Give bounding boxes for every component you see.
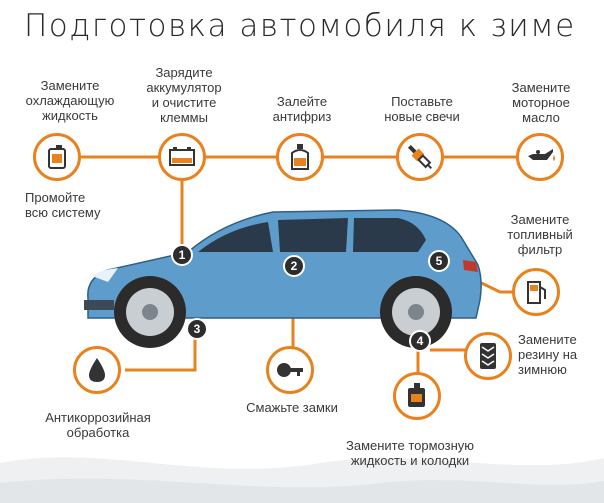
locks-circle xyxy=(266,346,314,394)
label-locks: Смажьте замки xyxy=(246,400,338,415)
badge-3: 3 xyxy=(186,318,208,340)
plugs-circle xyxy=(396,133,444,181)
tires-circle xyxy=(464,332,512,380)
badge-1: 1 xyxy=(171,244,193,266)
antifreeze-circle xyxy=(276,133,324,181)
brake-fluid-canister-icon xyxy=(408,383,425,407)
battery-icon xyxy=(169,147,195,166)
oil-circle xyxy=(516,133,564,181)
anticorrosion-circle xyxy=(73,346,121,394)
badge-5: 5 xyxy=(428,250,450,272)
spark-plug-icon xyxy=(407,144,433,170)
ground-shadow xyxy=(0,457,604,503)
fuel-pump-icon xyxy=(527,281,546,304)
tire-tread-icon xyxy=(480,343,496,369)
badge-4: 4 xyxy=(409,330,431,352)
car-illustration xyxy=(84,209,482,348)
antifreeze-bottle-icon xyxy=(291,144,309,170)
page-title: Подготовка автомобиля к зиме xyxy=(24,8,576,44)
battery-circle xyxy=(158,133,206,181)
oil-drop-icon xyxy=(89,358,105,382)
coolant-circle xyxy=(33,133,81,181)
brakes-circle xyxy=(393,372,441,420)
badge-2: 2 xyxy=(283,255,305,277)
car-key-icon xyxy=(277,363,303,377)
fuel-filter-circle xyxy=(512,268,560,316)
oil-can-icon xyxy=(528,149,555,161)
canister-icon xyxy=(48,145,66,169)
